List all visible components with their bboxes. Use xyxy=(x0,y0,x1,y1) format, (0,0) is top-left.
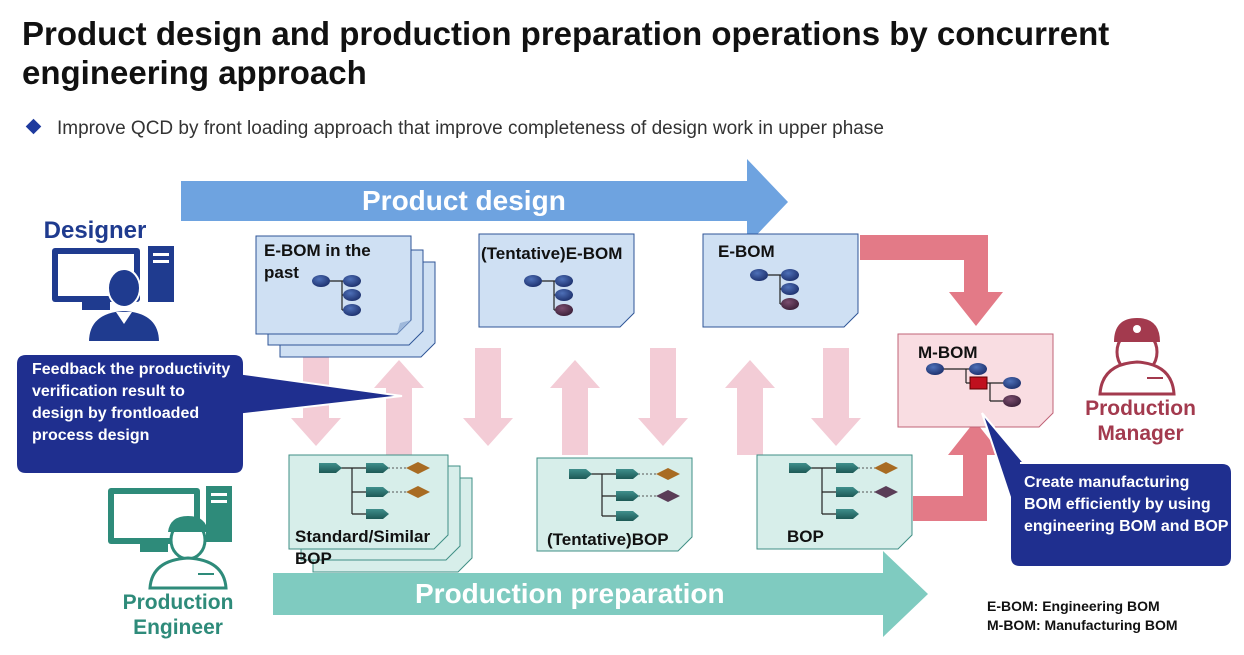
down-arrow-4 xyxy=(811,348,861,446)
bop-to-mbom-arrow xyxy=(913,421,1002,521)
create-mbom-callout-bubble xyxy=(981,412,1233,568)
legend-mbom: M-BOM: Manufacturing BOM xyxy=(987,617,1178,633)
mbom-nodes xyxy=(926,363,1021,407)
bop-box xyxy=(756,454,913,550)
feedback-arrows xyxy=(291,348,861,455)
create-mbom-callout-text: Create manufacturing BOM efficiently by … xyxy=(1024,474,1229,535)
ebom-tree xyxy=(768,274,790,305)
ebom-past-label: E-BOM in the past xyxy=(264,241,371,282)
designer-icon xyxy=(52,246,174,343)
bop-tree xyxy=(789,462,898,519)
mbom-label: M-BOM xyxy=(918,343,978,362)
bop-tentative-tree xyxy=(569,468,680,521)
production-manager-label: Production Manager xyxy=(1085,397,1196,445)
legend: E-BOM: Engineering BOM M-BOM: Manufactur… xyxy=(987,597,1178,635)
bop-standard-tree xyxy=(319,462,430,519)
bullet-point: Improve QCD by front loading approach th… xyxy=(25,118,884,140)
ebom-label: E-BOM xyxy=(718,242,775,261)
feedback-callout-bubble xyxy=(15,353,403,475)
ebom-nodes xyxy=(750,269,799,310)
bullet-text: Improve QCD by front loading approach th… xyxy=(57,118,884,139)
production-preparation-label: Production preparation xyxy=(415,578,725,609)
ebom-to-mbom-arrow xyxy=(860,235,1003,326)
ebom-tentative-tree xyxy=(542,280,564,311)
ebom-past-nodes xyxy=(312,275,361,316)
bop-tentative-box xyxy=(536,457,693,552)
ebom-tentative-label: (Tentative)E-BOM xyxy=(481,244,623,263)
production-manager-icon xyxy=(1098,318,1176,396)
up-arrow-3 xyxy=(725,360,775,455)
down-arrow-3 xyxy=(638,348,688,446)
bop-tentative-label: (Tentative)BOP xyxy=(547,530,669,549)
designer-label: Designer xyxy=(43,217,147,244)
product-design-label: Product design xyxy=(362,185,566,216)
up-arrow-2 xyxy=(550,360,600,455)
product-design-arrow xyxy=(181,159,788,245)
feedback-callout-text: Feedback the productivity verification r… xyxy=(32,361,231,444)
production-engineer-icon xyxy=(108,486,232,590)
mbom-tree xyxy=(944,368,1012,402)
page-title: Product design and production preparatio… xyxy=(22,15,1110,91)
ebom-past-tree xyxy=(330,280,352,311)
production-preparation-arrow xyxy=(273,551,928,637)
up-arrow-1 xyxy=(374,360,424,455)
bop-label: BOP xyxy=(787,527,824,546)
legend-ebom: E-BOM: Engineering BOM xyxy=(987,598,1160,614)
down-arrow-2 xyxy=(463,348,513,446)
ebom-tentative-nodes xyxy=(524,275,573,316)
bop-standard-label: Standard/Similar BOP xyxy=(295,527,431,568)
production-engineer-label: Production Engineer xyxy=(122,591,234,639)
